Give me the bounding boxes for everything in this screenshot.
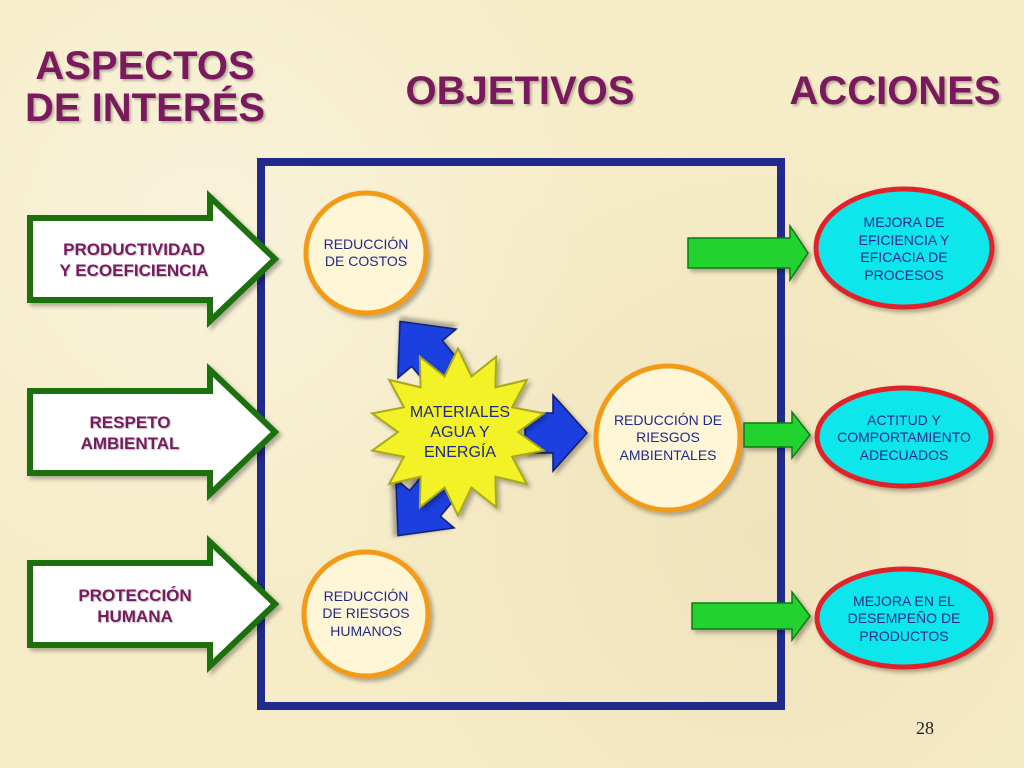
aspect-arrow-respeto <box>27 362 280 502</box>
green-arrow-3 <box>691 589 811 643</box>
aspect-3-line-2: HUMANA <box>97 607 173 626</box>
objective-3-line-3: HUMANOS <box>330 622 402 639</box>
header-aspectos-line-2: DE INTERÉS <box>24 86 266 130</box>
action-1-line-3: EFICACIA DE <box>860 249 948 265</box>
center-line-3: ENERGÍA <box>423 444 496 461</box>
aspect-label-proteccion: PROTECCIÓN HUMANA <box>30 578 240 634</box>
aspect-1-line-1: PRODUCTIVIDAD <box>63 239 205 259</box>
aspect-label-productividad: PRODUCTIVIDAD Y ECOEFICIENCIA <box>30 232 238 288</box>
action-3-line-2: DESEMPEÑO DE <box>847 610 961 627</box>
center-burst <box>369 346 547 518</box>
action-ellipse-2 <box>814 385 994 489</box>
objective-label-ambientales: REDUCCIÓN DE RIESGOS AMBIENTALES <box>598 398 738 478</box>
objective-circle-costos <box>303 190 429 316</box>
green-arrow-1 <box>687 223 809 283</box>
action-1-line-1: MEJORA DE <box>863 214 945 230</box>
page-number: 28 <box>916 718 934 738</box>
center-line-2: AGUA Y <box>430 424 490 441</box>
blue-arrow-to-ambientales <box>524 393 589 473</box>
objective-label-humanos: REDUCCIÓN DE RIESGOS HUMANOS <box>306 574 426 654</box>
aspect-3-line-1: PROTECCIÓN <box>78 585 192 605</box>
objective-3-line-1: REDUCCIÓN <box>323 587 409 604</box>
header-aspectos-line-1: ASPECTOS <box>35 44 255 88</box>
green-arrow-2 <box>743 409 811 461</box>
action-ellipse-1 <box>813 186 995 310</box>
header-aspectos: ASPECTOS DE INTERÉS <box>20 45 270 129</box>
aspect-label-respeto: RESPETO AMBIENTAL <box>30 405 230 461</box>
action-1-line-2: EFICIENCIA Y <box>858 231 950 248</box>
action-label-2: ACTITUD Y COMPORTAMIENTO ADECUADOS <box>818 405 990 471</box>
action-ellipse-3 <box>814 566 994 670</box>
header-objetivos: OBJETIVOS <box>405 69 635 113</box>
center-label: MATERIALES AGUA Y ENERGÍA <box>395 393 525 473</box>
aspect-1-line-2: Y ECOEFICIENCIA <box>59 261 209 280</box>
aspect-arrow-productividad <box>27 189 280 329</box>
aspect-arrow-proteccion <box>27 534 280 674</box>
action-label-1: MEJORA DE EFICIENCIA Y EFICACIA DE PROCE… <box>820 206 988 292</box>
objective-circle-ambientales <box>593 363 743 513</box>
objective-2-line-3: AMBIENTALES <box>619 446 717 463</box>
action-label-3: MEJORA EN EL DESEMPEÑO DE PRODUCTOS <box>818 586 990 652</box>
action-2-line-2: COMPORTAMIENTO <box>837 429 971 446</box>
objective-label-costos: REDUCCIÓN DE COSTOS <box>306 223 426 283</box>
objective-1-line-1: REDUCCIÓN <box>323 235 409 252</box>
center-line-1: MATERIALES <box>409 404 511 421</box>
aspect-2-line-2: AMBIENTAL <box>80 434 180 453</box>
objective-2-line-2: RIESGOS <box>636 429 700 446</box>
action-3-line-3: PRODUCTOS <box>859 627 949 644</box>
action-1-line-4: PROCESOS <box>864 266 944 283</box>
objective-1-line-2: DE COSTOS <box>324 253 408 269</box>
objective-2-line-1: REDUCCIÓN DE <box>613 411 723 428</box>
action-3-line-1: MEJORA EN EL <box>853 592 955 609</box>
aspect-2-line-1: RESPETO <box>89 412 171 432</box>
objective-circle-humanos <box>301 549 431 679</box>
header-acciones: ACCIONES <box>789 69 1001 113</box>
action-2-line-1: ACTITUD Y <box>867 411 941 428</box>
action-2-line-3: ADECUADOS <box>859 446 949 463</box>
objective-3-line-2: DE RIESGOS <box>322 605 410 622</box>
